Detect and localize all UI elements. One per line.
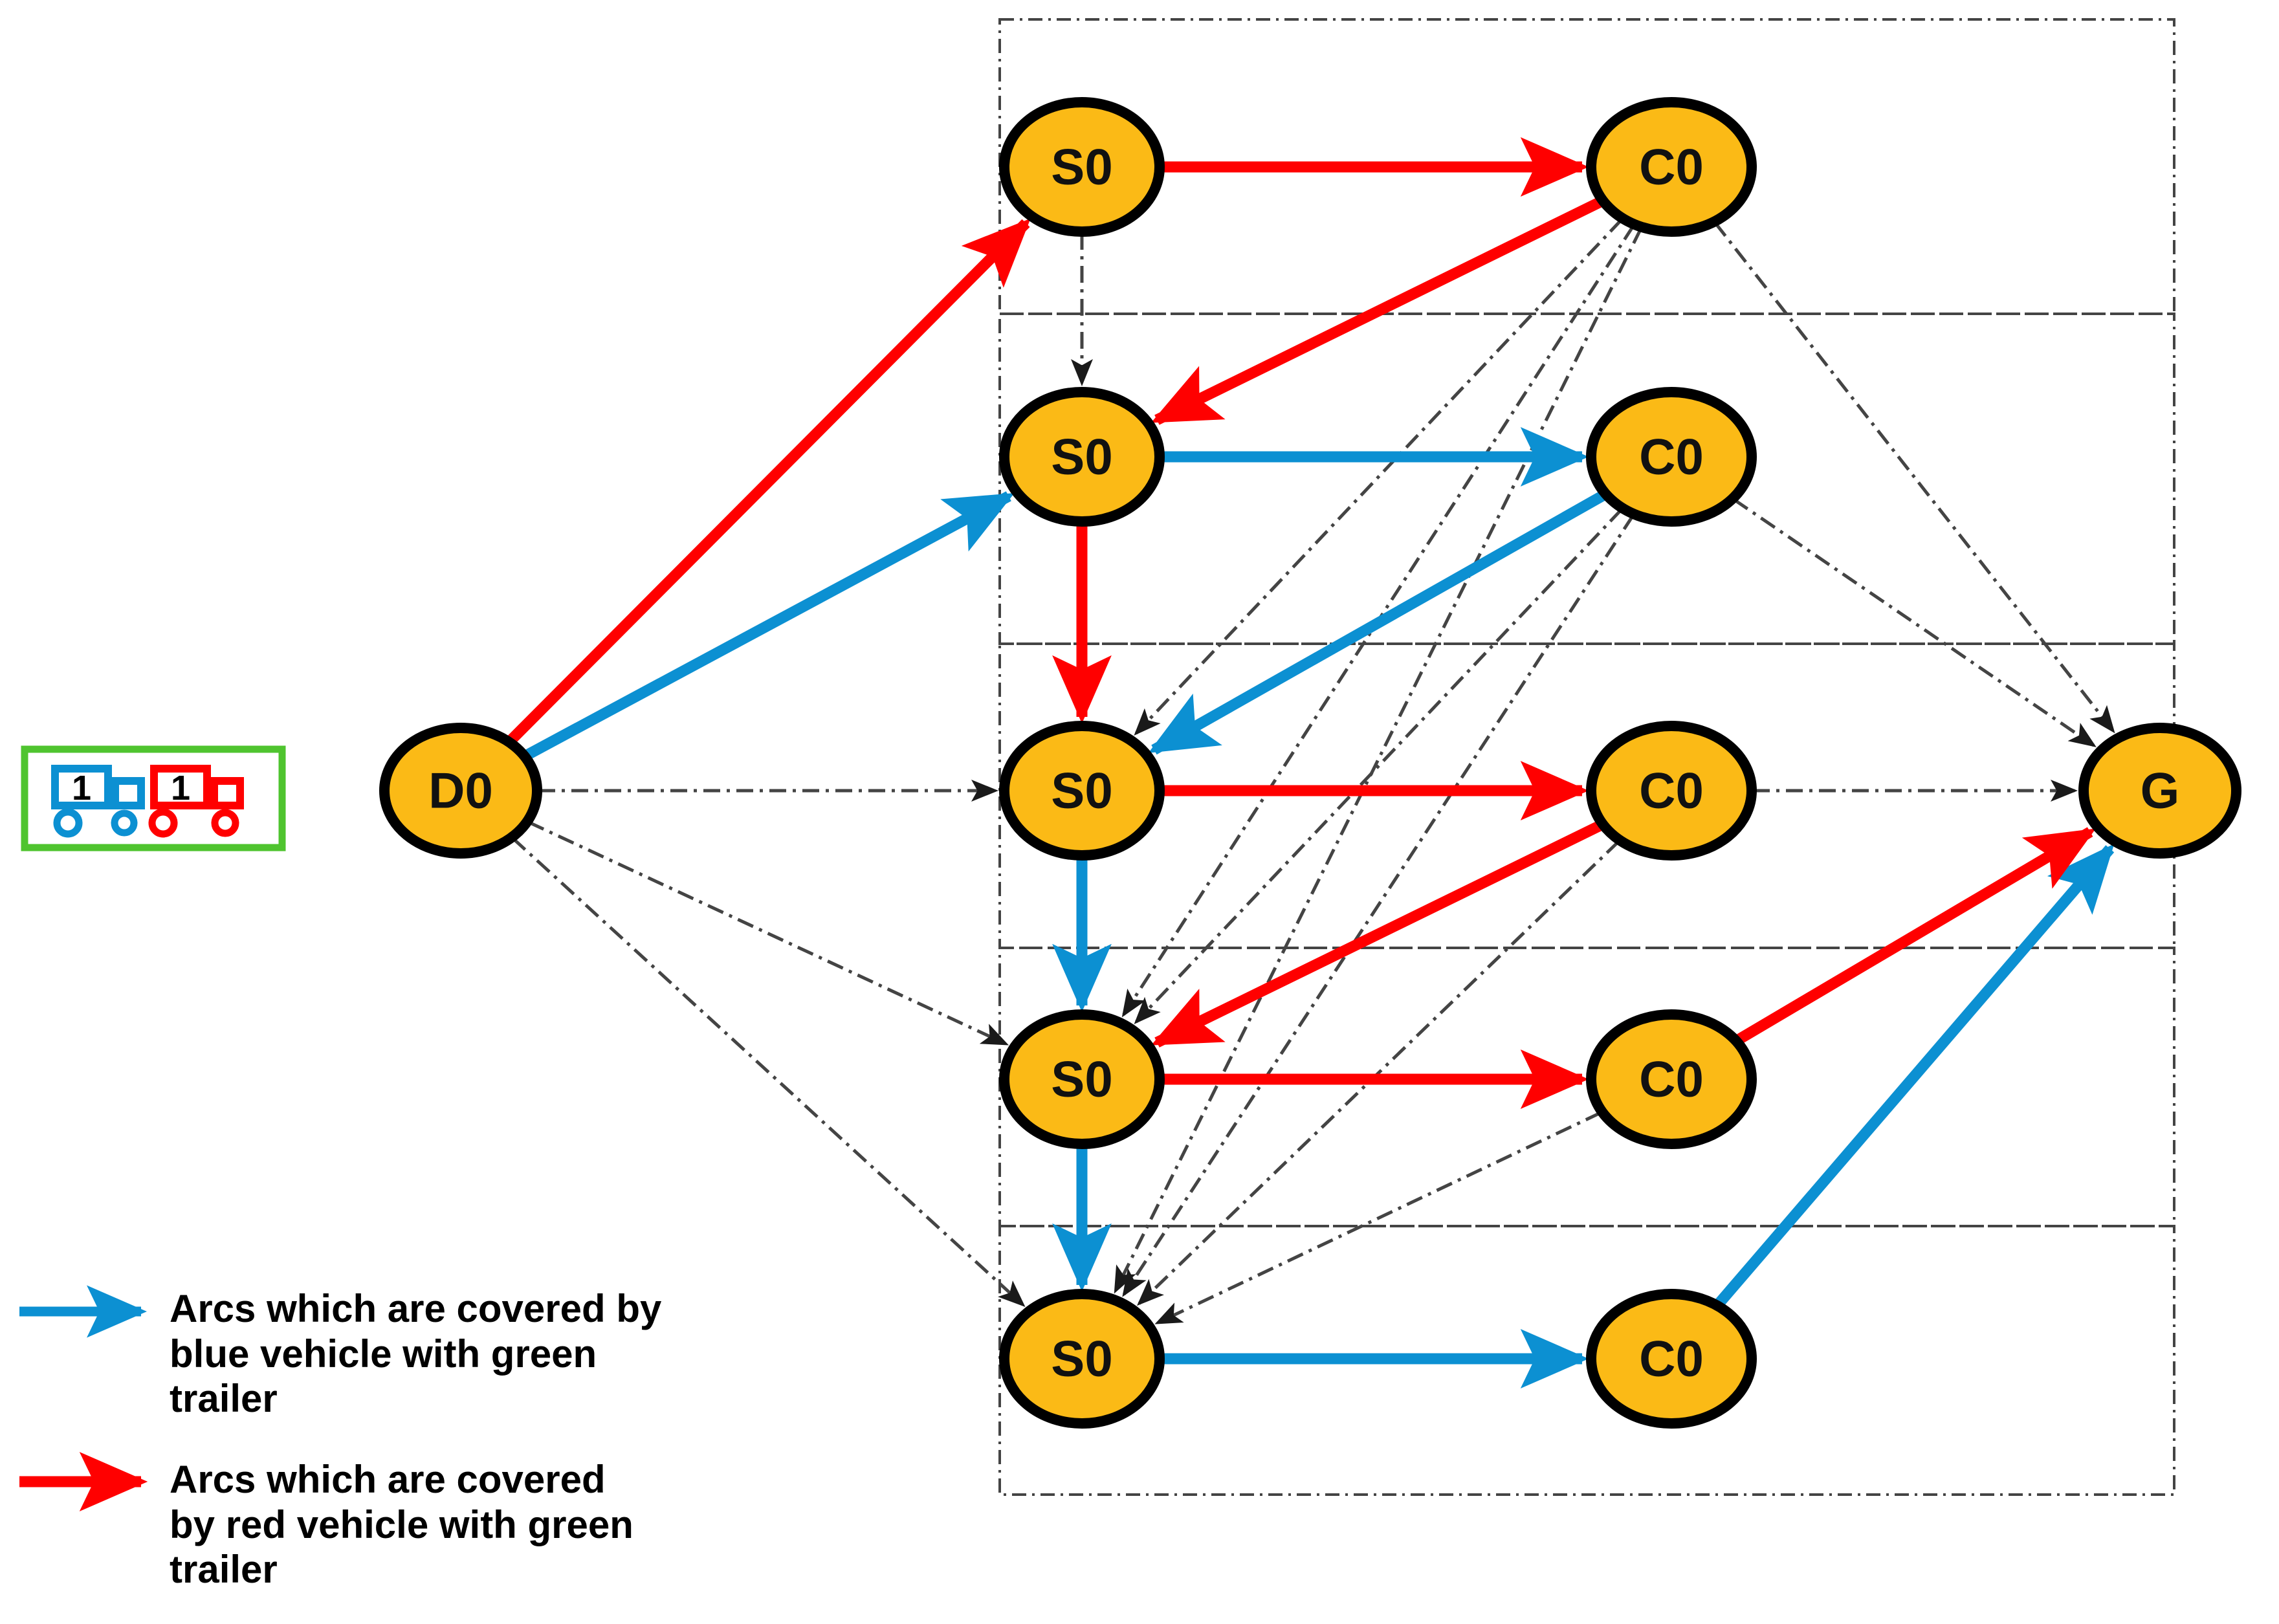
- node-d0[interactable]: [379, 723, 542, 859]
- time-layer-boxes: [998, 18, 2175, 1496]
- blue-arc-c5-to-g: [1713, 844, 2115, 1308]
- arc-legend-red-line-1: Arcs which are covered: [170, 1458, 606, 1501]
- node-s5[interactable]: [999, 1289, 1165, 1429]
- red-arc-c3-to-s4: [1151, 820, 1604, 1048]
- red-vehicle-count: 1: [171, 769, 190, 807]
- blue-arc-group: [523, 427, 2115, 1388]
- node-c4[interactable]: [1586, 1009, 1757, 1149]
- red-arc-c4-to-g: [1734, 827, 2096, 1046]
- red-trailer-wheel: [211, 809, 239, 837]
- node-s3[interactable]: [999, 721, 1165, 861]
- red-arc-c1-to-s2: [1151, 196, 1605, 425]
- dashdot-arc-c3-to-s5: [1136, 840, 1620, 1306]
- blue-vehicle-count: 1: [72, 769, 91, 807]
- arc-legend-red-line-3: trailer: [170, 1548, 278, 1592]
- dashdot-arc-c2-to-s4: [1134, 508, 1624, 1024]
- red-tractor-body: [150, 765, 211, 809]
- red-tractor-wheel: [148, 808, 178, 838]
- dashdot-arc-d0-to-s5: [511, 837, 1026, 1308]
- arc-legend-arrows: [19, 1285, 148, 1511]
- dashdot-arc-c1-to-s3: [1134, 218, 1624, 736]
- dashdot-arc-c2-to-s5: [1122, 514, 1635, 1297]
- dashdot-arc-c2-to-g: [1732, 498, 2097, 747]
- node-c5[interactable]: [1586, 1289, 1757, 1429]
- node-c1[interactable]: [1586, 97, 1757, 237]
- arc-legend-blue-line-1: Arcs which are covered by: [170, 1287, 662, 1330]
- vehicle-legend-box: [21, 745, 286, 851]
- dashdot-arc-c4-to-s5: [1154, 1111, 1602, 1324]
- red-arc-d0-to-s1: [506, 218, 1031, 745]
- blue-trailer-wheel: [111, 809, 138, 837]
- node-c3[interactable]: [1586, 721, 1757, 861]
- blue-arc-c2-to-s3: [1148, 490, 1607, 755]
- node-s2[interactable]: [999, 387, 1165, 527]
- blue-tractor-wheel: [53, 808, 83, 838]
- dashdot-arc-group: [511, 218, 2115, 1324]
- node-s1[interactable]: [999, 97, 1165, 237]
- arc-legend-red-line-2: by red vehicle with green: [170, 1502, 633, 1546]
- red-trailer-body: [210, 777, 244, 809]
- time-layer-box: [998, 313, 2175, 645]
- node-c2[interactable]: [1586, 387, 1757, 527]
- dashdot-arc-d0-to-s4: [527, 820, 1009, 1046]
- blue-arc-d0-to-s2: [523, 491, 1015, 761]
- arc-legend-blue-line-3: trailer: [170, 1377, 278, 1421]
- node-s4[interactable]: [999, 1009, 1165, 1149]
- node-group: [379, 97, 2241, 1429]
- node-g[interactable]: [2078, 723, 2241, 859]
- blue-tractor-body: [51, 765, 112, 809]
- arc-legend-blue-line-2: blue vehicle with green: [170, 1332, 597, 1376]
- dashdot-arc-c1-to-g: [1713, 221, 2115, 734]
- red-arc-group: [506, 137, 2096, 1109]
- blue-trailer-body: [111, 777, 145, 809]
- time-layer-box: [998, 1225, 2175, 1496]
